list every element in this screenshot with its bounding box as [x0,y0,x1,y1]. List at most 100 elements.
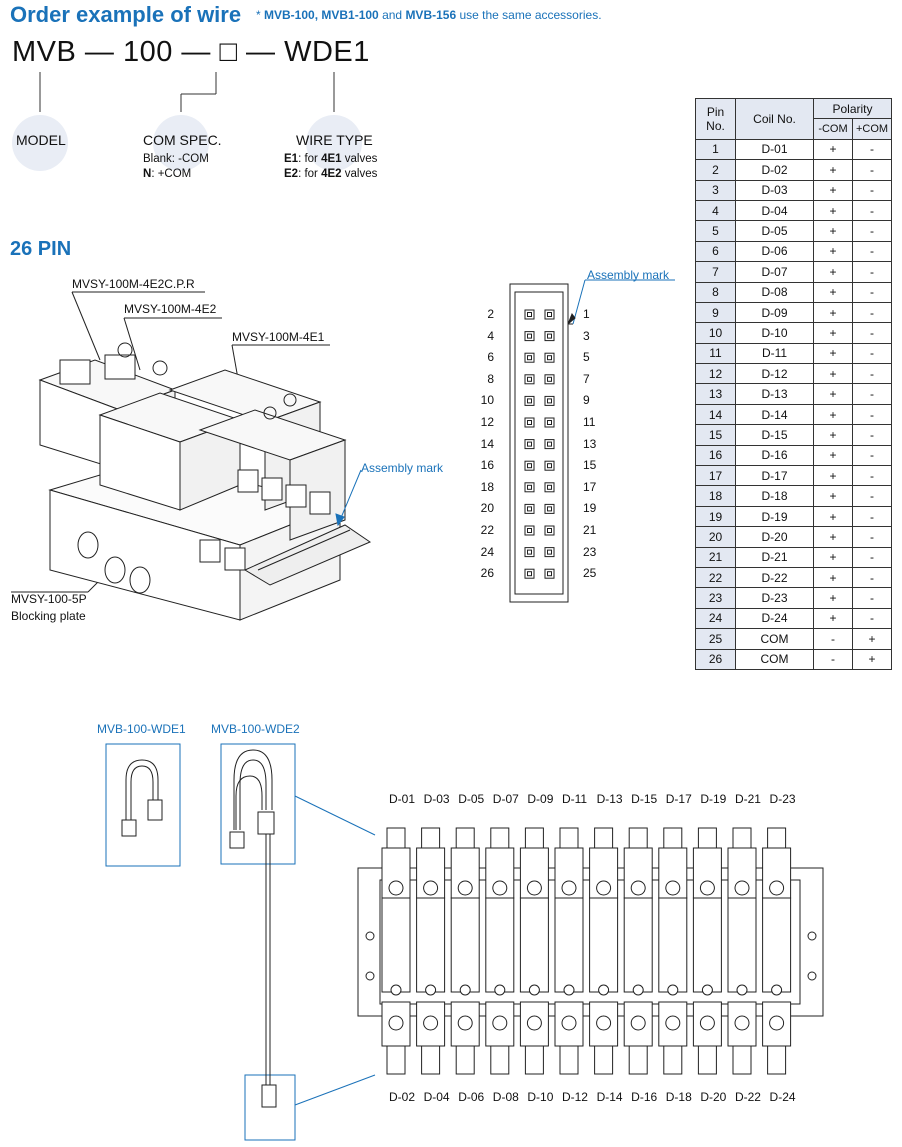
coil-number-cell: D-23 [735,587,814,609]
coil-label-bottom: D-14 [596,1090,623,1104]
wire-type-bubble [306,115,362,171]
valve-part [589,897,619,993]
connector-pin-number: 21 [583,523,597,537]
pin-number-cell: 21 [695,546,736,568]
connector-pin-number: 16 [480,458,494,473]
connector-pin-number: 7 [583,371,590,386]
connector-pin-number: 13 [583,436,597,451]
connector-pin-contact [527,571,532,577]
connector-pin-contact [547,398,552,404]
valve-part [524,827,544,849]
valve-part [699,1015,715,1031]
valve-part [594,1045,614,1075]
coil-number-cell: D-15 [735,424,814,446]
valve-part [727,897,757,993]
valve-part [390,984,402,996]
valve-part [596,880,612,896]
valve-part [485,897,515,993]
pos-com-polarity-cell: - [852,159,892,181]
coil-number-cell: D-03 [735,179,814,201]
wire-wde2-label: MVB-100-WDE2 [211,722,300,736]
neg-com-polarity-cell: + [813,220,853,242]
coil-number-cell: D-07 [735,261,814,283]
valve-part [455,827,475,849]
neg-com-polarity-cell: + [813,546,853,568]
valve-part [697,1045,717,1075]
connector-pin-contact [527,506,532,512]
connector-pin-number: 9 [583,393,590,408]
pin-number-cell: 23 [695,587,736,609]
pos-com-polarity-cell: - [852,281,892,303]
coil-label-bottom: D-22 [734,1090,761,1104]
valve-part [386,827,406,849]
pin-number-cell: 17 [695,465,736,487]
coil-number-cell: D-14 [735,403,814,426]
valve-part [699,880,715,896]
neg-com-polarity-cell: + [813,159,853,181]
coil-label-top: D-15 [631,792,658,806]
neg-com-polarity-cell: + [813,587,853,609]
pos-com-polarity-cell: - [852,342,892,365]
connector-outline [509,279,675,603]
connector-pin-contact [527,312,532,317]
valve-part [526,1015,542,1031]
valve-part [736,984,748,996]
connector-pin-contact [547,420,552,425]
valve-part [561,880,577,896]
neg-com-polarity-cell: + [813,138,853,161]
connector-pin-number: 17 [583,479,597,494]
coil-number-cell: COM [735,628,814,650]
valve-part [457,1015,473,1031]
valve-part [526,880,542,896]
pin-number-cell: 5 [695,220,736,242]
coil-label-bottom: D-12 [561,1090,588,1104]
connector-pin-contact [547,463,552,469]
valve-part [388,1015,404,1031]
valve-part [594,827,614,849]
coil-number-cell: D-12 [735,363,814,385]
valve-column [554,827,584,1075]
valve-part [459,984,471,996]
page-title: Order example of wire [10,2,242,27]
valve-part [528,984,540,996]
neg-com-polarity-cell: + [813,281,853,303]
coil-label-top: D-23 [769,792,796,806]
coil-number-cell: D-16 [735,444,814,467]
valve-column [589,827,619,1075]
connector-pin-contact [547,571,552,577]
valve-part [628,1045,648,1075]
callout-blocking-plate: Blocking plate [11,609,86,623]
connector-pin-number: 25 [583,566,597,581]
coil-number-cell: D-13 [735,383,814,405]
pin-number-cell: 11 [695,342,736,365]
pin-number-cell: 18 [695,485,736,507]
coil-number-cell: D-01 [735,138,814,161]
header-pos-com: +COM [852,118,892,140]
pin-number-cell: 22 [695,566,736,589]
pin-number-cell: 16 [695,444,736,467]
pos-com-polarity-cell: - [852,363,892,385]
pin-number-cell: 3 [695,179,736,201]
pos-com-polarity-cell: - [852,240,892,263]
valve-part [628,827,648,849]
valve-part [494,984,506,996]
coil-number-cell: D-19 [735,505,814,528]
pin-number-cell: 12 [695,363,736,385]
callout-5p: MVSY-100-5P [11,592,87,606]
connector-pin-contact [527,355,532,361]
wire-illustration [105,743,824,1141]
valve-part [762,897,792,993]
connector-pin-contact [527,484,532,490]
neg-com-polarity-cell: + [813,199,853,222]
pin-number-cell: 13 [695,383,736,405]
connector-pin-number: 2 [487,307,494,321]
neg-com-polarity-cell: - [813,628,853,650]
neg-com-polarity-cell: + [813,424,853,446]
valve-part [388,880,404,896]
neg-com-polarity-cell: + [813,526,853,548]
coil-label-top: D-13 [596,792,623,806]
